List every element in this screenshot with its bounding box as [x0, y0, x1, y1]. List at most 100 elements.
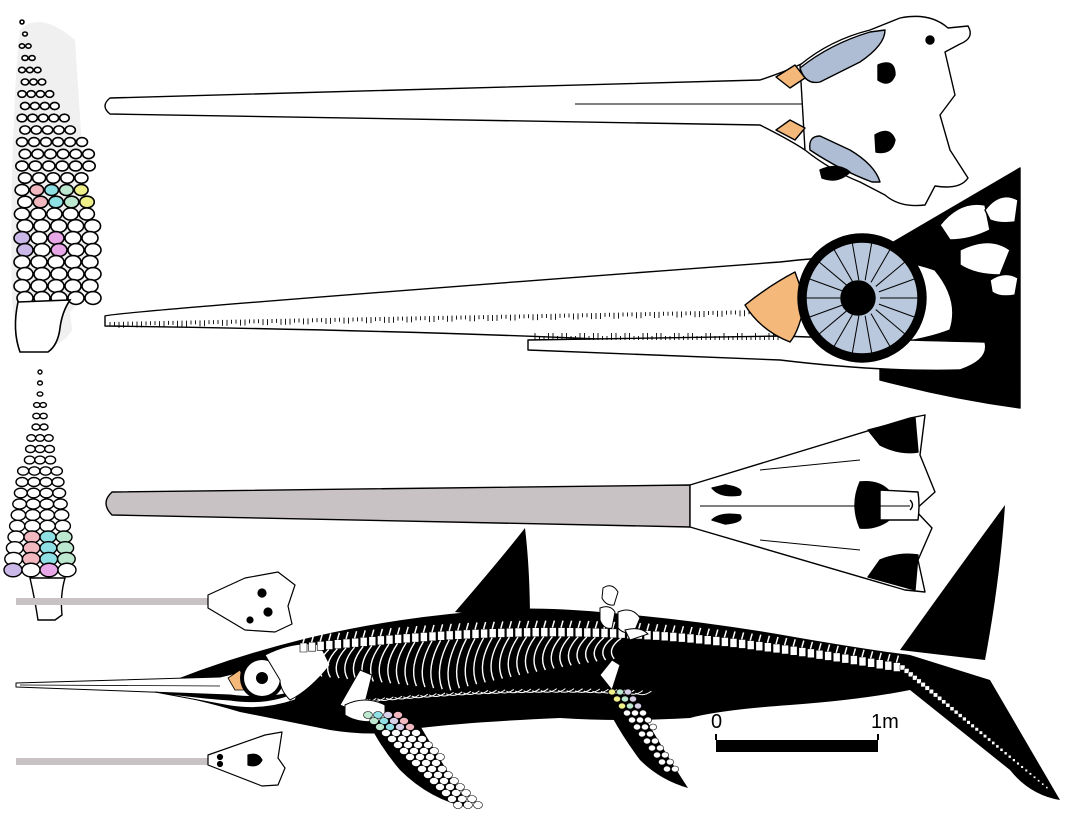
- caudal-vertebra: [983, 734, 986, 737]
- phalanx: [608, 689, 615, 695]
- phalanx: [49, 196, 64, 208]
- vertebra: [575, 628, 582, 637]
- phalanx: [44, 435, 53, 442]
- phalanx: [85, 292, 101, 305]
- phalanx: [43, 161, 55, 171]
- phalanx: [370, 718, 379, 725]
- phalanx: [69, 161, 81, 171]
- vertebra: [498, 628, 505, 637]
- small-skull-ventral: [16, 732, 285, 786]
- phalanx: [4, 563, 22, 577]
- vertebra: [782, 645, 789, 654]
- forefin-detail-top: [11, 20, 101, 352]
- phalanx: [18, 91, 26, 98]
- skull-lateral-view: [105, 168, 1020, 408]
- phalanx: [20, 20, 24, 24]
- phalanx: [54, 499, 68, 509]
- vertebra: [515, 628, 522, 637]
- phalanx: [628, 717, 635, 723]
- phalanx: [68, 292, 84, 305]
- phalanx: [364, 712, 373, 719]
- phalanx: [27, 91, 35, 98]
- caudal-vertebra: [921, 682, 926, 687]
- phalanx: [53, 138, 64, 147]
- caudal-vertebra: [996, 745, 999, 748]
- lower-jaw-lateral: [528, 336, 986, 370]
- phalanx: [74, 184, 88, 195]
- phalanx: [64, 196, 79, 208]
- phalanx: [26, 67, 33, 72]
- vertebra: [584, 628, 591, 637]
- phalanx: [85, 268, 101, 281]
- vertebra: [721, 637, 728, 646]
- phalanx: [28, 478, 40, 487]
- phalanx: [653, 752, 660, 758]
- phalanx: [31, 256, 47, 269]
- caudal-vertebra: [1042, 783, 1044, 785]
- phalanx: [651, 738, 658, 744]
- phalanx: [60, 114, 70, 122]
- phalanx: [45, 456, 55, 464]
- vertebra: [352, 638, 359, 647]
- phalanx: [40, 102, 49, 109]
- phalanx: [85, 220, 101, 233]
- phalanx: [474, 802, 483, 809]
- phalanx: [663, 766, 670, 772]
- vertebra: [739, 639, 746, 648]
- phalanx: [52, 478, 64, 487]
- phalanx: [29, 56, 35, 61]
- phalanx: [448, 796, 457, 803]
- phalanx: [22, 563, 40, 577]
- vertebra: [532, 628, 539, 637]
- pupil: [841, 281, 875, 315]
- vertebra: [489, 629, 496, 638]
- vertebra: [696, 635, 703, 644]
- phalanx: [649, 724, 656, 730]
- vertebra: [756, 642, 763, 651]
- phalanx: [65, 126, 75, 134]
- phalanx: [666, 759, 673, 765]
- phalanx: [32, 424, 40, 430]
- phalanx: [40, 520, 55, 531]
- vertebra: [601, 629, 608, 638]
- caudal-vertebra: [979, 731, 982, 734]
- phalanx: [56, 161, 68, 171]
- phalanx: [38, 381, 43, 385]
- vertebra: [326, 641, 333, 650]
- phalanx: [18, 467, 29, 475]
- phalanx: [45, 149, 57, 158]
- phalanx: [636, 717, 643, 723]
- phalanx: [47, 208, 62, 220]
- vertebra: [472, 629, 479, 638]
- phalanx: [17, 244, 33, 257]
- phalanx: [80, 196, 95, 208]
- phalanx: [51, 244, 67, 257]
- phalanx: [643, 738, 650, 744]
- vertebra: [420, 633, 427, 642]
- phalanx: [634, 703, 641, 709]
- phalanx: [25, 520, 40, 531]
- phalanx: [631, 710, 638, 716]
- vertebra: [730, 638, 737, 647]
- phalanx: [45, 445, 55, 452]
- phalanx: [629, 696, 636, 702]
- vertebra: [687, 634, 694, 643]
- vertebra: [850, 656, 857, 665]
- phalanx: [24, 456, 34, 464]
- vertebra: [653, 631, 660, 640]
- phalanx: [442, 790, 451, 797]
- vertebra: [833, 653, 840, 662]
- phalanx: [376, 724, 385, 731]
- phalanx: [53, 488, 66, 498]
- phalanx: [65, 232, 81, 245]
- phalanx: [51, 467, 62, 475]
- phalanx: [32, 149, 44, 158]
- phalanx: [623, 710, 630, 716]
- phalanx: [19, 44, 24, 48]
- phalanx: [30, 184, 44, 195]
- phalanx: [35, 445, 45, 452]
- dorsal-fin: [455, 528, 530, 622]
- phalanx: [19, 149, 31, 158]
- phalanx: [40, 499, 54, 509]
- phalanx: [55, 520, 70, 531]
